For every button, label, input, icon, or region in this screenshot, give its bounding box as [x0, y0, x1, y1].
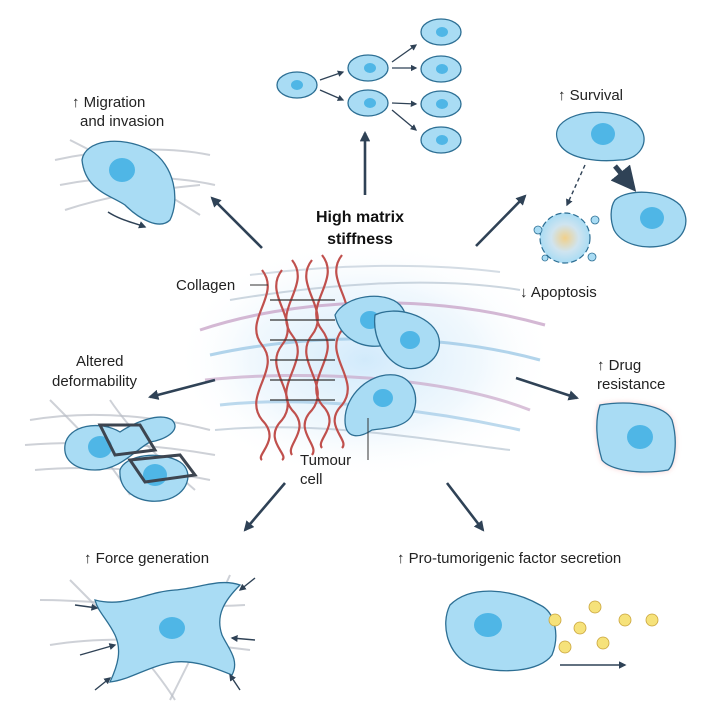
survival-label: ↑ Survival: [558, 87, 623, 104]
tumour-label-line2: cell: [300, 471, 323, 488]
drug-resistance-illustration: [596, 402, 676, 473]
center-title-line1: High matrix: [316, 209, 404, 226]
collagen-label: Collagen: [176, 277, 235, 294]
outcome-arrows: [147, 130, 579, 532]
drug-label-line2: resistance: [597, 376, 665, 393]
proliferation-cells: [276, 18, 462, 154]
arrow-migration: [210, 196, 263, 249]
crosslinks: [270, 299, 335, 401]
deformability-label-line2: deformability: [52, 373, 138, 390]
force-label: ↑ Force generation: [84, 550, 209, 567]
force-illustration: [39, 574, 256, 701]
center-title-line2: stiffness: [327, 231, 393, 248]
secretion-label: ↑ Pro-tumorigenic factor secretion: [397, 550, 621, 567]
collagen-fibres: [255, 254, 349, 461]
secretion-illustration: [445, 590, 659, 672]
apoptosis-label: ↓ Apoptosis: [520, 284, 597, 301]
arrow-force: [243, 482, 286, 532]
drug-label-line1: ↑ Drug: [597, 357, 641, 374]
arrow-survival: [475, 194, 527, 247]
central-matrix: [175, 240, 555, 480]
tumour-cells-central: [334, 295, 441, 437]
arrow-deformability: [147, 378, 216, 400]
arrow-drug-resistance: [515, 376, 579, 401]
migration-label-line1: ↑ Migration: [72, 94, 145, 111]
migration-label-line2: and invasion: [80, 113, 164, 130]
survival-illustration: [533, 111, 687, 264]
deformability-label-line1: Altered: [76, 353, 124, 370]
deformability-illustration: [24, 399, 216, 502]
arrow-secretion: [445, 482, 485, 532]
migration-illustration: [54, 139, 216, 229]
tumour-label-line1: Tumour: [300, 452, 351, 469]
